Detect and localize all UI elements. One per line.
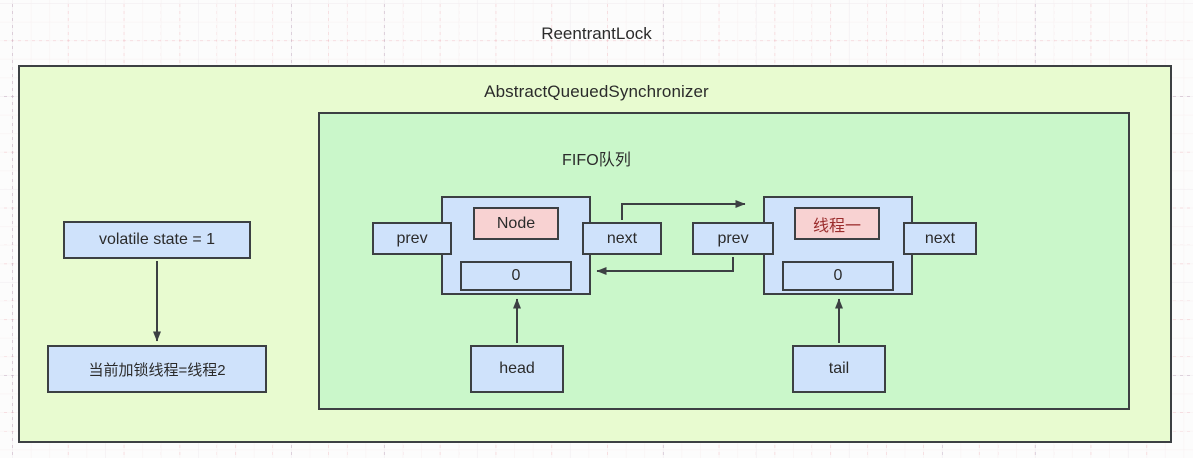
- node-2-waitstatus-value: 0: [782, 261, 894, 291]
- node-2-prev-field: prev: [692, 222, 774, 255]
- volatile-state-box: volatile state = 1: [63, 221, 251, 259]
- current-lock-thread-box: 当前加锁线程=线程2: [47, 345, 267, 393]
- node-2-next-field: next: [903, 222, 977, 255]
- node-1-prev-field: prev: [372, 222, 452, 255]
- aqs-title: AbstractQueuedSynchronizer: [484, 82, 709, 101]
- fifo-queue-title: FIFO队列: [561, 152, 632, 169]
- tail-pointer-box: tail: [792, 345, 886, 393]
- node-1-waitstatus-value: 0: [460, 261, 572, 291]
- node-1-next-field: next: [582, 222, 662, 255]
- head-pointer-box: head: [470, 345, 564, 393]
- page-title: ReentrantLock: [541, 24, 652, 43]
- node-2-title: 线程一: [794, 207, 880, 240]
- node-1-title: Node: [473, 207, 559, 240]
